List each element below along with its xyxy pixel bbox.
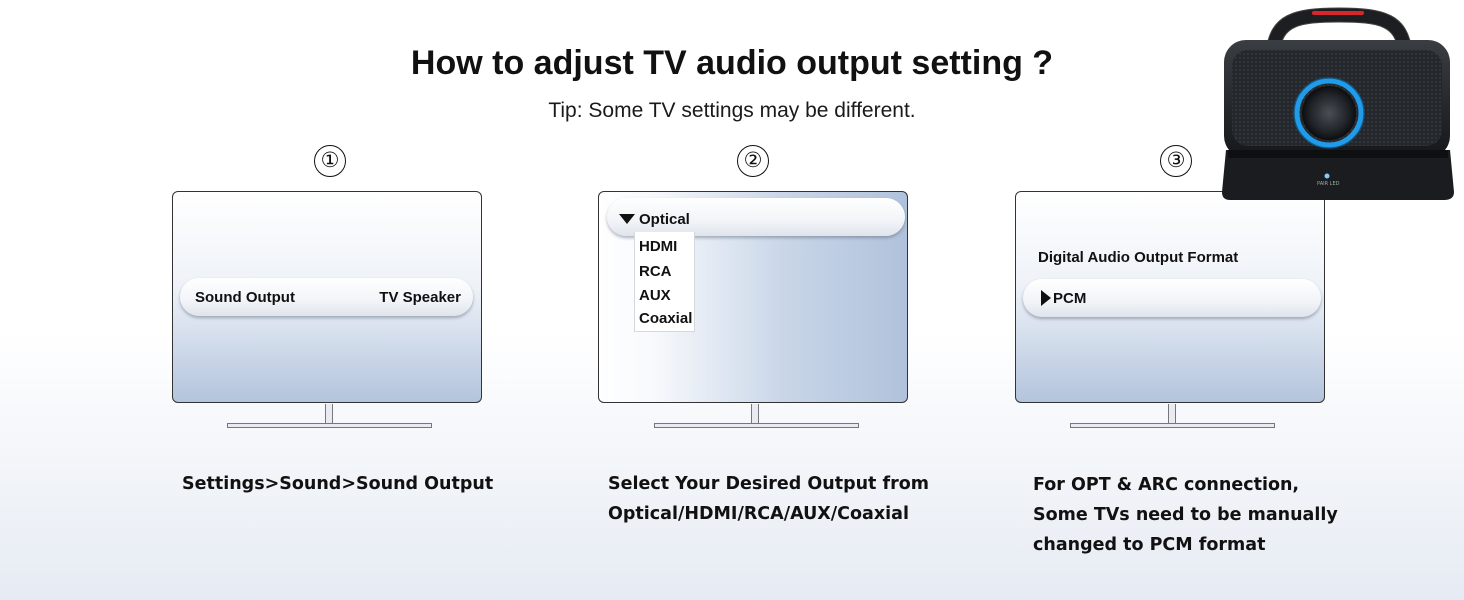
dropdown-option[interactable]: Coaxial [639, 310, 693, 327]
tv-screen-3: Digital Audio Output Format PCM [1015, 191, 1325, 403]
sound-output-label: Sound Output [195, 289, 295, 306]
dropdown-selected: Optical [639, 211, 690, 228]
output-dropdown[interactable]: Optical [607, 198, 905, 236]
tv-stand-base-1 [227, 423, 432, 428]
caption-line: Settings>Sound>Sound Output [182, 474, 494, 494]
tv-screen-1: Sound Output TV Speaker [172, 191, 482, 403]
pcm-label: PCM [1053, 290, 1087, 307]
dropdown-arrow-icon [619, 214, 635, 224]
caption-line: Optical/HDMI/RCA/AUX/Coaxial [608, 504, 909, 524]
pcm-option[interactable]: PCM [1023, 279, 1321, 317]
sound-output-row[interactable]: Sound Output TV Speaker [180, 278, 473, 316]
step-2-number: ② [737, 145, 769, 177]
caption-line: Some TVs need to be manually [1033, 505, 1338, 525]
dropdown-option[interactable]: HDMI [639, 238, 678, 255]
sound-output-value: TV Speaker [379, 289, 461, 306]
caption-line: For OPT & ARC connection, [1033, 475, 1300, 495]
tv-stand-base-2 [654, 423, 859, 428]
dropdown-options: HDMI RCA AUX Coaxial [634, 232, 695, 332]
step-1-caption: Settings>Sound>Sound Output [182, 469, 493, 499]
audio-format-heading: Digital Audio Output Format [1038, 249, 1239, 266]
step-3-caption: For OPT & ARC connection, Some TVs need … [1033, 470, 1338, 560]
tv-stand-neck-1 [325, 404, 333, 424]
tv-stand-neck-3 [1168, 404, 1176, 424]
tv-stand-base-3 [1070, 423, 1275, 428]
dropdown-option[interactable]: AUX [639, 287, 671, 304]
step-1-number: ① [314, 145, 346, 177]
tv-stand-neck-2 [751, 404, 759, 424]
pair-led-label: PAIR LED [1317, 181, 1340, 187]
step-3-number: ③ [1160, 145, 1192, 177]
page-title: How to adjust TV audio output setting ? [410, 44, 1054, 82]
portable-speaker-icon: PAIR LED [1214, 0, 1464, 205]
caption-line: Select Your Desired Output from [608, 474, 930, 494]
tip-text: Tip: Some TV settings may be different. [548, 99, 916, 122]
tv-screen-2: Optical HDMI RCA AUX Coaxial [598, 191, 908, 403]
dropdown-option[interactable]: RCA [639, 263, 672, 280]
caption-line: changed to PCM format [1033, 535, 1266, 555]
play-arrow-icon [1041, 290, 1051, 306]
step-2-caption: Select Your Desired Output from Optical/… [608, 469, 929, 529]
